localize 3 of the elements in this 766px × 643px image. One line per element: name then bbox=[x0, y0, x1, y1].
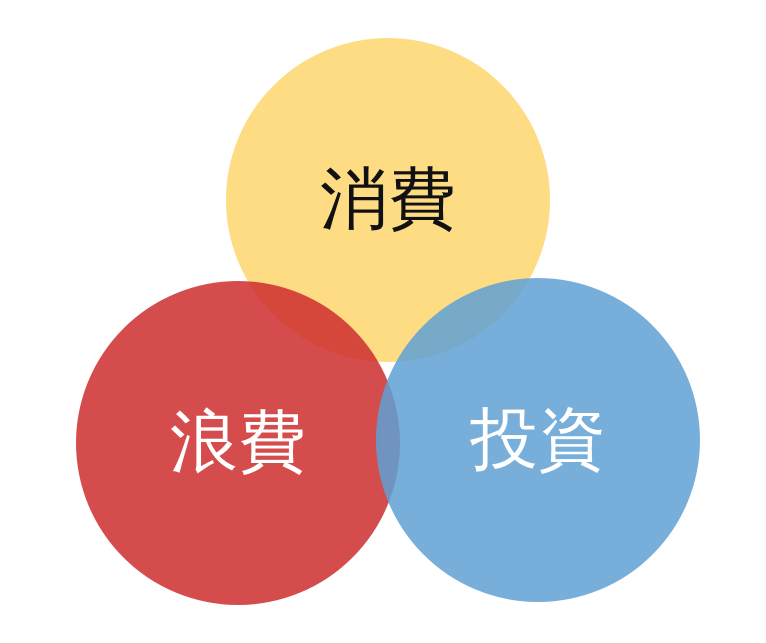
circle-label: 浪費 bbox=[170, 409, 306, 477]
circle-label: 投資 bbox=[470, 406, 606, 474]
circle-label: 消費 bbox=[320, 166, 456, 234]
